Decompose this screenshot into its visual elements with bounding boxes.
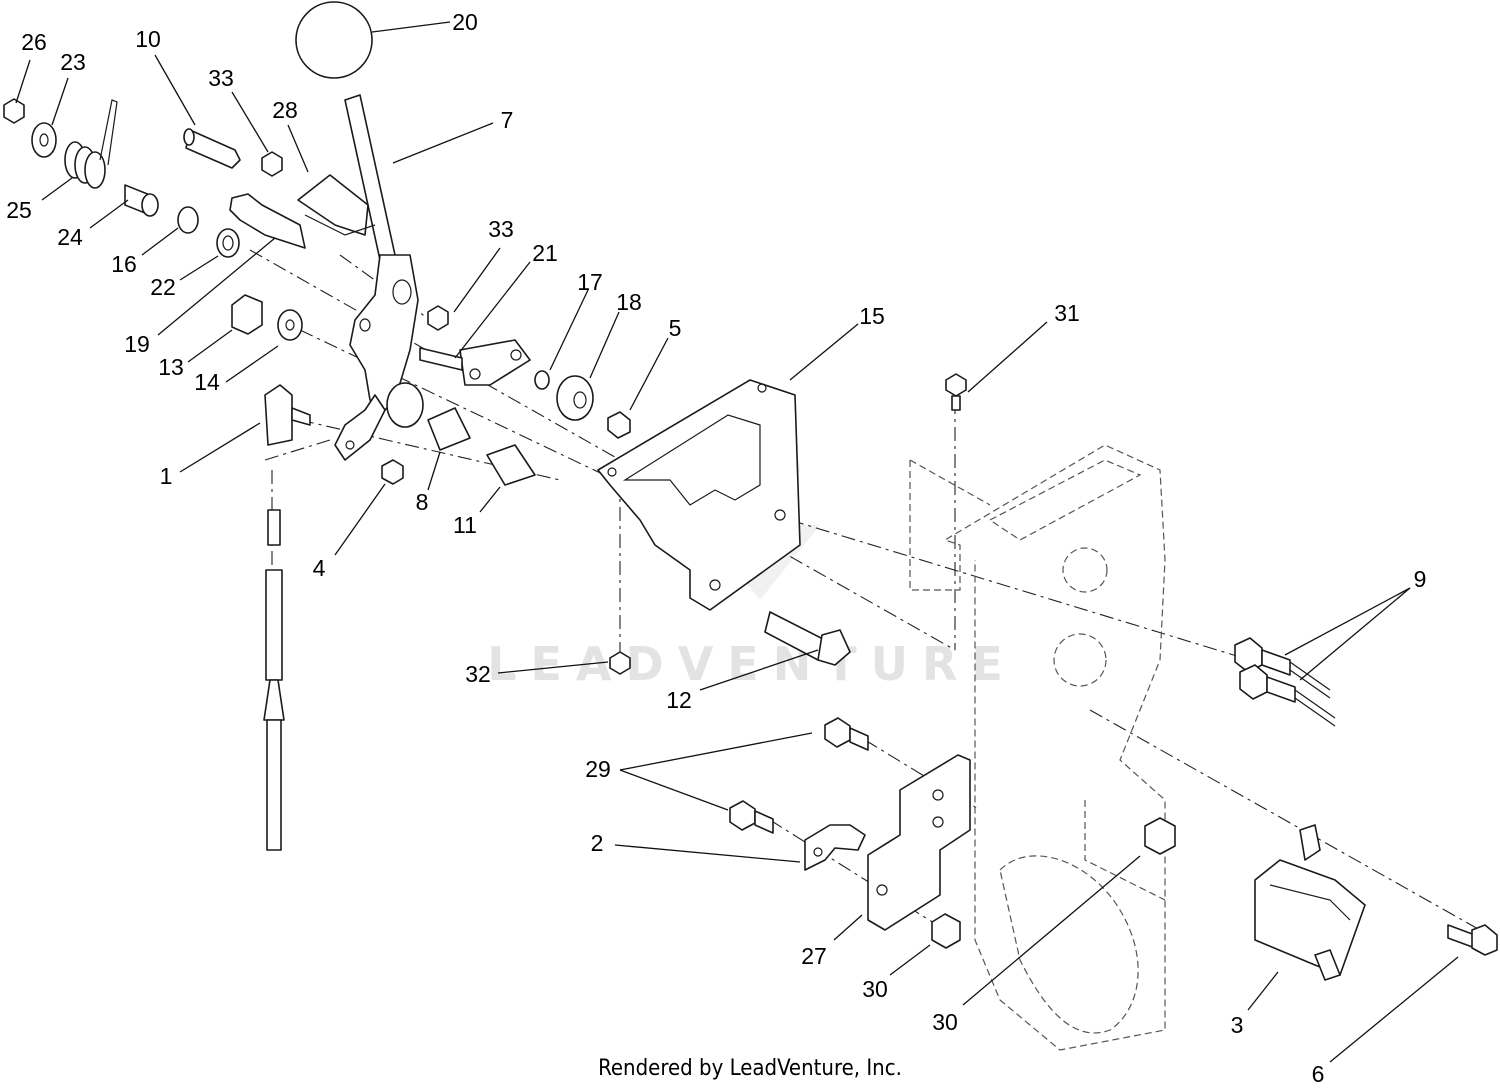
part-4-nut xyxy=(381,459,404,485)
callout-5: 5 xyxy=(669,315,682,341)
part-24-spacer xyxy=(124,184,159,217)
callout-32: 32 xyxy=(465,661,491,687)
callout-6: 6 xyxy=(1312,1061,1325,1087)
callout-18: 18 xyxy=(616,289,642,315)
callout-1: 1 xyxy=(160,463,173,489)
callout-27: 27 xyxy=(801,943,827,969)
part-10-pin xyxy=(183,128,241,169)
part-26-nut xyxy=(3,98,25,124)
part-1-cable xyxy=(263,384,311,851)
part-20-knob xyxy=(295,1,373,79)
callout-13: 13 xyxy=(158,354,184,380)
callout-17: 17 xyxy=(577,269,603,295)
part-29-bolt-upper xyxy=(824,717,869,751)
callout-8: 8 xyxy=(416,489,429,515)
watermark-text: LEADVENTURE xyxy=(487,637,1017,691)
callout-10: 10 xyxy=(135,26,161,52)
callout-11: 11 xyxy=(453,512,477,538)
callout-12: 12 xyxy=(666,687,692,713)
callout-23: 23 xyxy=(60,49,86,75)
callout-29: 29 xyxy=(585,756,611,782)
callout-20: 20 xyxy=(452,9,478,35)
part-25-spring xyxy=(64,99,118,189)
callout-9: 9 xyxy=(1414,566,1427,592)
part-27-bracket xyxy=(867,754,971,931)
callout-25: 25 xyxy=(6,197,32,223)
part-30-nut-lower xyxy=(931,913,961,949)
callout-2: 2 xyxy=(591,830,604,856)
part-18-spacer xyxy=(556,375,594,421)
callout-16: 16 xyxy=(111,251,137,277)
part-16-washer xyxy=(177,206,199,234)
part-29-bolt-lower xyxy=(729,800,774,834)
callout-26: 26 xyxy=(21,29,47,55)
part-8-bushing xyxy=(427,407,471,451)
part-22-bushing xyxy=(216,228,240,258)
part-21-link xyxy=(419,339,531,386)
part-31-bolt xyxy=(945,373,967,411)
part-33-nut-upper xyxy=(261,151,283,177)
callout-3: 3 xyxy=(1231,1012,1244,1038)
part-13-nut xyxy=(231,294,263,335)
callout-33-lower: 33 xyxy=(488,216,514,242)
part-12-bolt xyxy=(764,611,851,666)
part-17-washer xyxy=(534,370,550,390)
part-19-pivot-bolt xyxy=(229,193,306,249)
part-2-clamp xyxy=(804,824,866,871)
callout-labels: 26 23 10 33 28 20 7 25 24 16 22 19 33 21… xyxy=(6,9,1426,1087)
callout-30-upper: 30 xyxy=(932,1009,958,1035)
leader-lines xyxy=(15,21,1459,1063)
part-6-bolt xyxy=(1447,924,1498,956)
callout-7: 7 xyxy=(501,107,514,133)
callout-33-upper: 33 xyxy=(208,65,234,91)
callout-4: 4 xyxy=(313,555,326,581)
part-15-bracket xyxy=(597,379,801,611)
part-3-relay xyxy=(1254,824,1366,981)
footer-credit: Rendered by LeadVenture, Inc. xyxy=(598,1056,902,1081)
part-30-nut-upper xyxy=(1144,817,1176,855)
part-23-washer xyxy=(31,122,57,158)
part-28-plate xyxy=(297,174,376,236)
callout-28: 28 xyxy=(272,97,298,123)
part-32-nut xyxy=(609,651,631,675)
callout-21: 21 xyxy=(532,240,558,266)
callout-22: 22 xyxy=(150,274,176,300)
part-5-nut xyxy=(607,411,631,439)
callout-24: 24 xyxy=(57,224,83,250)
part-9-switches xyxy=(1234,637,1336,727)
part-33-nut-lower xyxy=(427,305,449,331)
callout-30-lower: 30 xyxy=(862,976,888,1002)
part-collar xyxy=(386,382,424,428)
part-14-washer xyxy=(277,309,303,341)
frame-outline xyxy=(909,444,1166,1051)
part-11-bushing xyxy=(486,444,536,486)
callout-31: 31 xyxy=(1054,300,1080,326)
callout-14: 14 xyxy=(194,369,220,395)
callout-15: 15 xyxy=(859,303,885,329)
callout-19: 19 xyxy=(124,331,150,357)
